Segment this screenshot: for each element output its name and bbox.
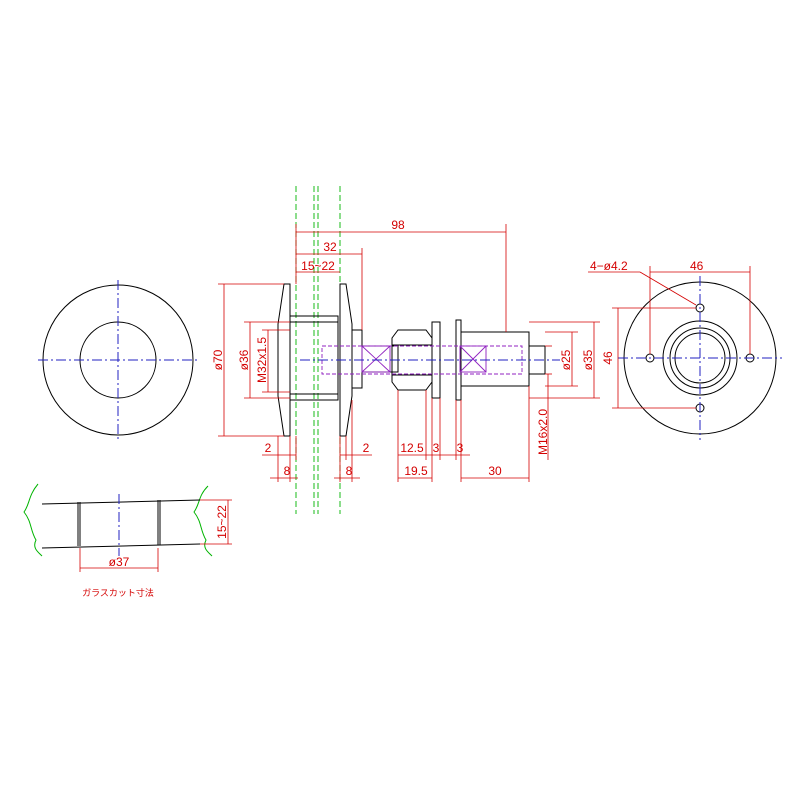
main-side-view xyxy=(277,283,546,437)
glass-cut-detail xyxy=(23,483,213,557)
hole-spacing-label: 46 xyxy=(690,259,704,273)
bolt-thread-label: M16x2.0 xyxy=(536,409,550,455)
washer-left-label: 2 xyxy=(265,441,272,455)
fitting-width-label: 32 xyxy=(323,240,337,254)
glass-break-left xyxy=(23,483,43,557)
glass-thickness-label: 15~22 xyxy=(215,505,229,539)
left-flange xyxy=(277,283,291,437)
sleeve xyxy=(460,331,530,387)
hex-socket-right xyxy=(459,345,487,373)
glass-cut-note: ガラスカット寸法 xyxy=(82,587,154,599)
inner-dia-label: ø36 xyxy=(237,349,251,370)
left-body xyxy=(289,315,339,401)
right-dimensions xyxy=(588,266,751,409)
left-flange-view xyxy=(38,280,198,440)
bolt-rod-left xyxy=(361,345,399,373)
glass-range-top-label: 15~22 xyxy=(301,259,335,273)
glass-break-right xyxy=(193,485,213,557)
bolt-dia-label: ø25 xyxy=(559,349,573,370)
glass-guides xyxy=(295,186,341,514)
flange-right-label: 8 xyxy=(346,464,353,478)
main-dimensions xyxy=(218,224,600,482)
hex-socket-left xyxy=(361,345,391,373)
overall-length-label: 98 xyxy=(391,218,405,232)
gap-a-label: 3 xyxy=(433,441,440,455)
collar xyxy=(351,329,363,389)
right-plate-view xyxy=(618,276,782,440)
washer-right-label: 2 xyxy=(363,441,370,455)
side-height-label: 46 xyxy=(601,351,615,365)
nut-total-label: 19.5 xyxy=(404,464,428,478)
glass-cut-dimensions xyxy=(79,499,232,572)
flange-left-label: 8 xyxy=(284,464,291,478)
flange-dia-label: ø70 xyxy=(211,349,225,370)
thread-main-label: M32x1.5 xyxy=(255,337,269,383)
sleeve-length-label: 30 xyxy=(488,464,502,478)
nut-length-label: 12.5 xyxy=(400,441,424,455)
bolt-internals xyxy=(300,345,560,375)
hole-spec-label: 4−ø4.2 xyxy=(590,259,628,273)
sleeve-dia-label: ø35 xyxy=(581,349,595,370)
cutout-dia-label: ø37 xyxy=(109,555,130,569)
gap-b-label: 3 xyxy=(457,441,464,455)
